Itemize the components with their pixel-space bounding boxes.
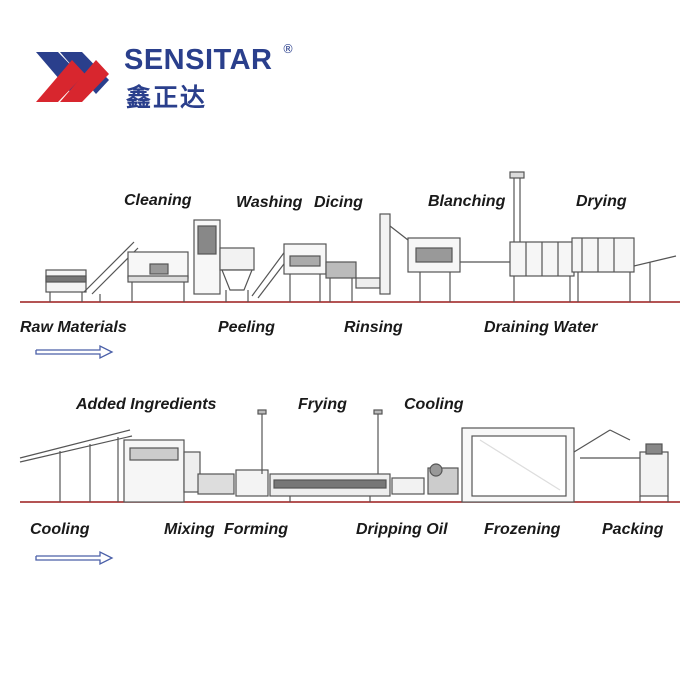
brand-name: SENSITAR — [124, 44, 273, 76]
sensitar-logo-mark — [36, 52, 109, 102]
brand-chinese-name: 鑫正达 — [126, 83, 208, 112]
label-forming: Forming — [224, 521, 288, 538]
label-dripping-oil: Dripping Oil — [356, 521, 448, 538]
label-cooling-top: Cooling — [404, 396, 464, 413]
label-drying: Drying — [576, 193, 627, 210]
label-draining-water: Draining Water — [484, 319, 598, 336]
label-cooling-bottom: Cooling — [30, 521, 90, 538]
flow-arrow-1 — [35, 344, 114, 360]
label-peeling: Peeling — [218, 319, 275, 336]
label-mixing: Mixing — [164, 521, 215, 538]
label-blanching: Blanching — [428, 193, 506, 210]
label-raw-materials: Raw Materials — [20, 319, 127, 336]
label-added-ingredients: Added Ingredients — [76, 396, 217, 413]
label-cleaning: Cleaning — [124, 192, 192, 209]
label-frozening: Frozening — [484, 521, 561, 538]
label-dicing: Dicing — [314, 194, 363, 211]
label-packing: Packing — [602, 521, 664, 538]
production-line-row-2 — [19, 409, 680, 503]
production-line-row-1 — [20, 171, 680, 303]
label-washing: Washing — [236, 194, 303, 211]
label-rinsing: Rinsing — [344, 319, 403, 336]
flow-arrow-2 — [35, 550, 114, 566]
registered-mark: ® — [282, 42, 294, 56]
label-frying: Frying — [298, 396, 347, 413]
